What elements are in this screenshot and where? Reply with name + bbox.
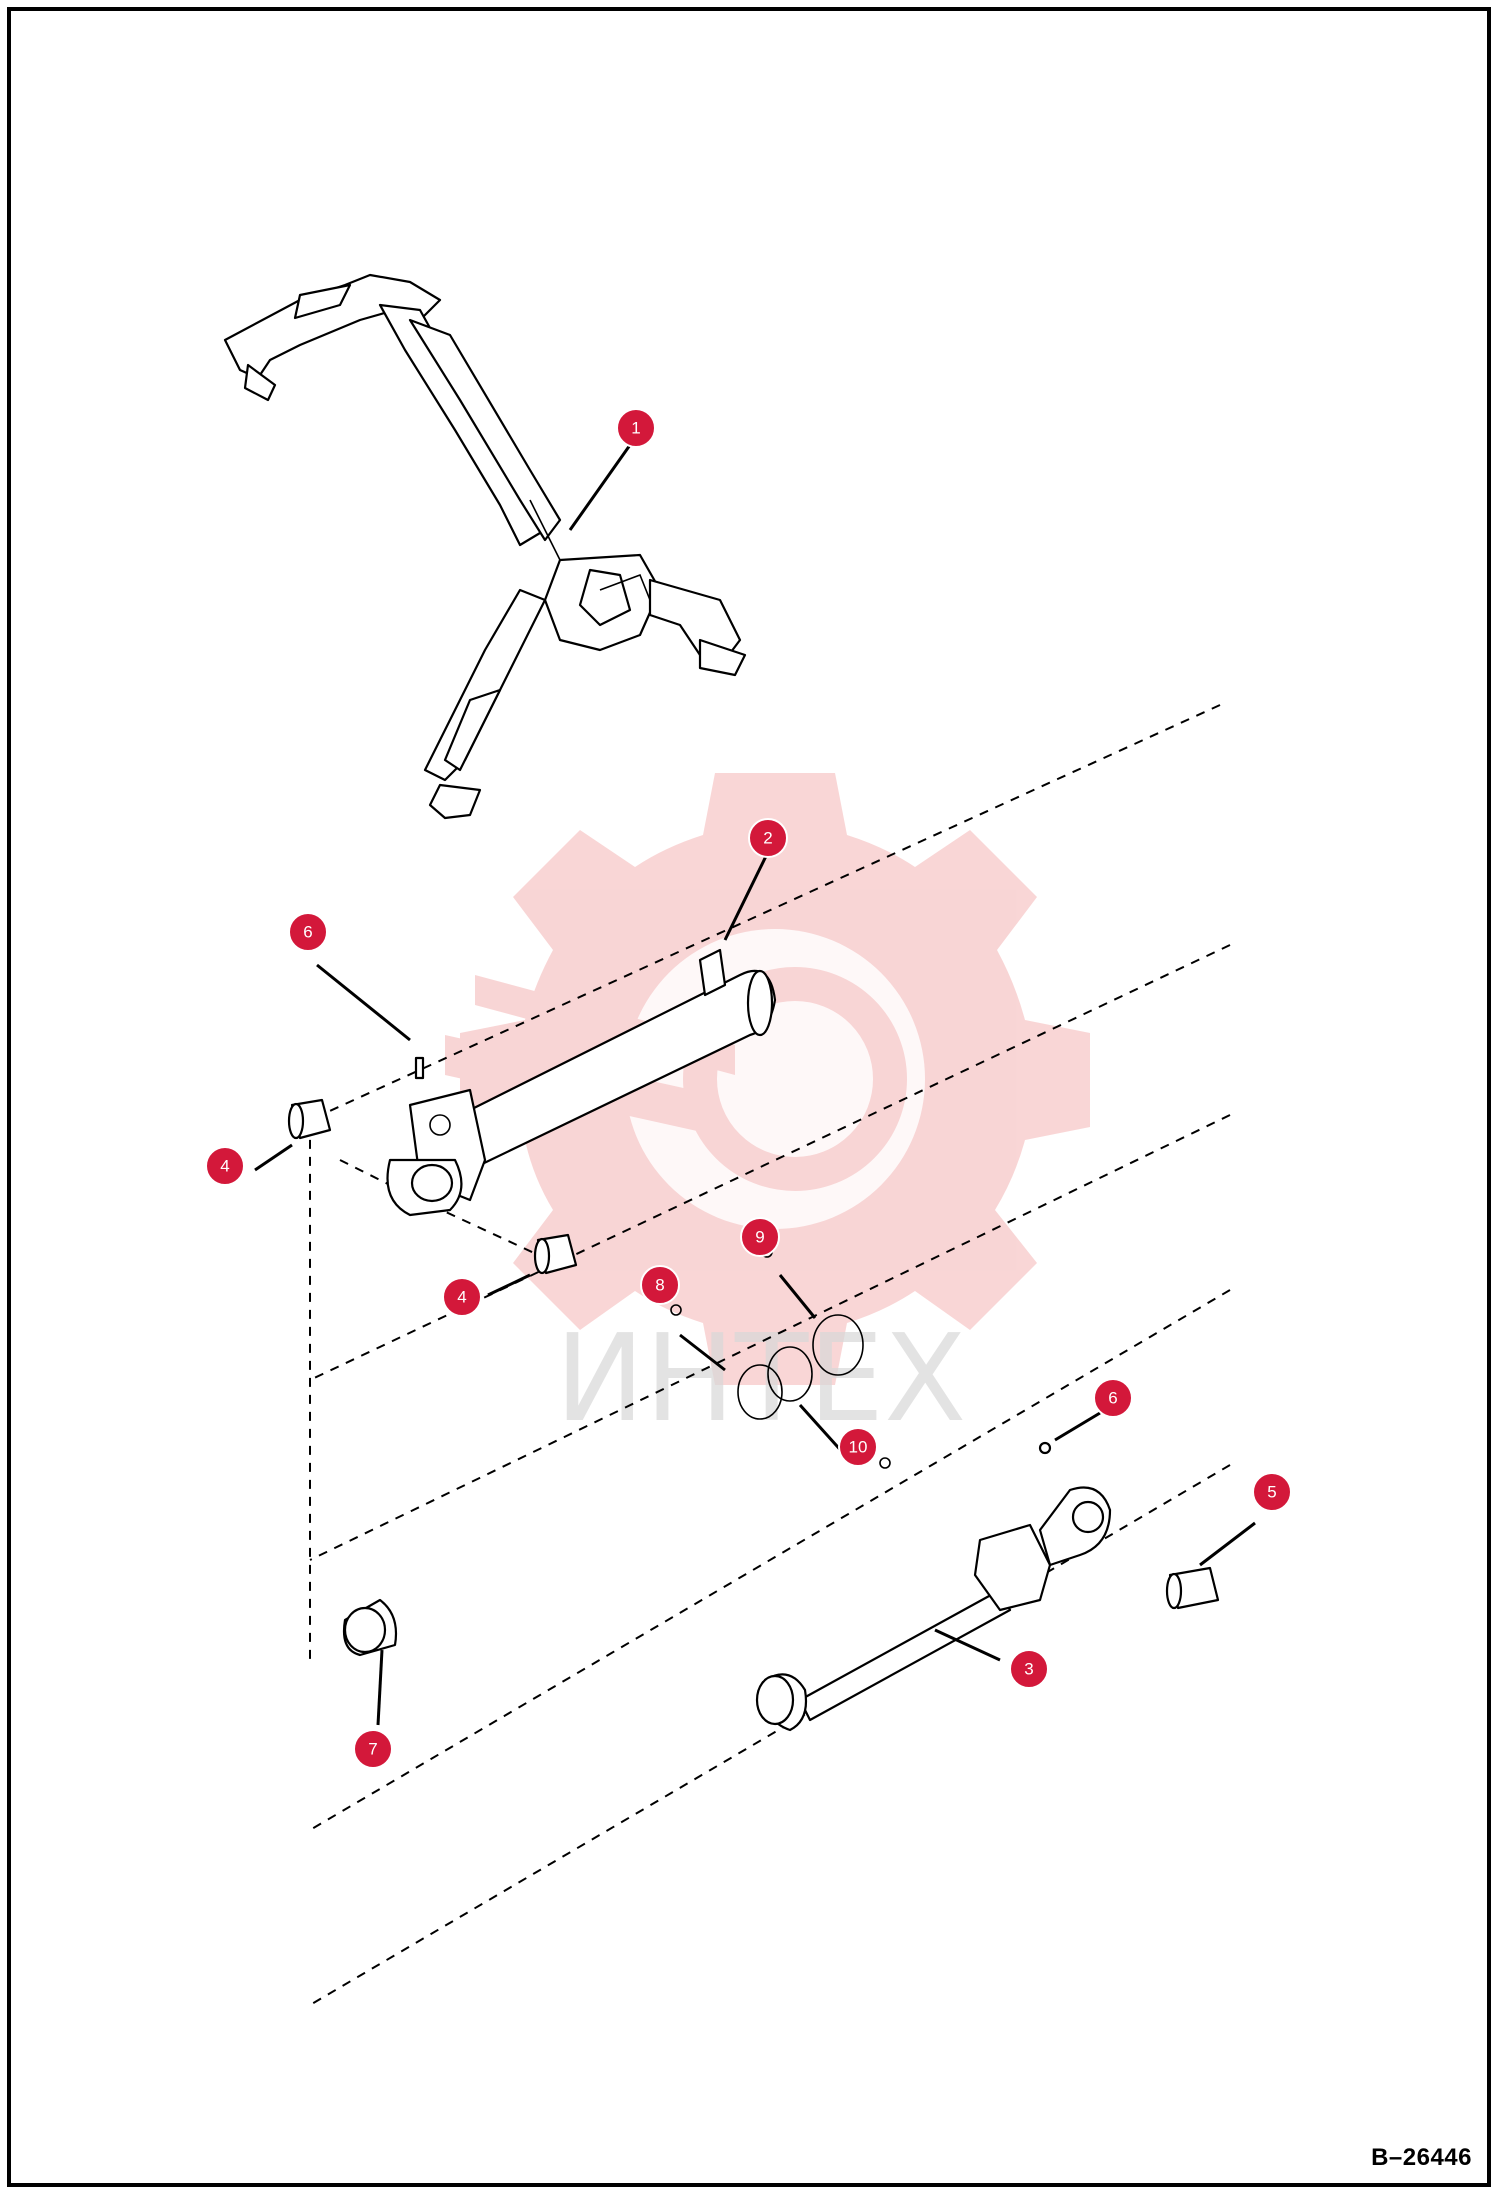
svg-text:2: 2 [763, 829, 772, 848]
page-border [7, 7, 1491, 2187]
callout-8: 8 [640, 1265, 680, 1305]
svg-text:3: 3 [1024, 1660, 1033, 1679]
svg-text:10: 10 [849, 1438, 868, 1457]
callout-4-left: 4 [205, 1146, 245, 1186]
svg-text:1: 1 [631, 419, 640, 438]
callout-1: 1 [616, 408, 656, 448]
callout-9: 9 [740, 1217, 780, 1257]
bushing-upper [287, 1098, 332, 1140]
callout-2: 2 [748, 818, 788, 858]
svg-text:4: 4 [457, 1288, 466, 1307]
cylinder-rod [755, 1441, 1112, 1732]
svg-text:5: 5 [1267, 1483, 1276, 1502]
bushing-rod [1165, 1566, 1220, 1610]
svg-text:6: 6 [1108, 1389, 1117, 1408]
svg-text:6: 6 [303, 923, 312, 942]
alignment-lines [309, 704, 1231, 2006]
callout-5: 5 [1252, 1472, 1292, 1512]
svg-text:8: 8 [655, 1276, 664, 1295]
document-code: B–26446 [1371, 2144, 1472, 2171]
bushing-lower [533, 1233, 578, 1275]
callout-3: 3 [1009, 1649, 1049, 1689]
cylinder-gland [342, 1598, 398, 1657]
watermark-text: ИНТЕХ [555, 1310, 966, 1449]
leader-lines [254, 444, 1256, 1726]
svg-text:9: 9 [755, 1228, 764, 1247]
cylinder-barrel [386, 948, 777, 1217]
backhoe-assembly [223, 273, 747, 820]
callout-4-lower: 4 [442, 1277, 482, 1317]
callout-6-upper: 6 [288, 912, 328, 952]
svg-text:7: 7 [368, 1740, 377, 1759]
seal-rings [670, 1246, 891, 1469]
gear-logo-icon [445, 773, 1090, 1385]
callout-10: 10 [838, 1427, 878, 1467]
callout-7: 7 [353, 1729, 393, 1769]
callout-6-lower: 6 [1093, 1378, 1133, 1418]
svg-text:4: 4 [220, 1157, 229, 1176]
